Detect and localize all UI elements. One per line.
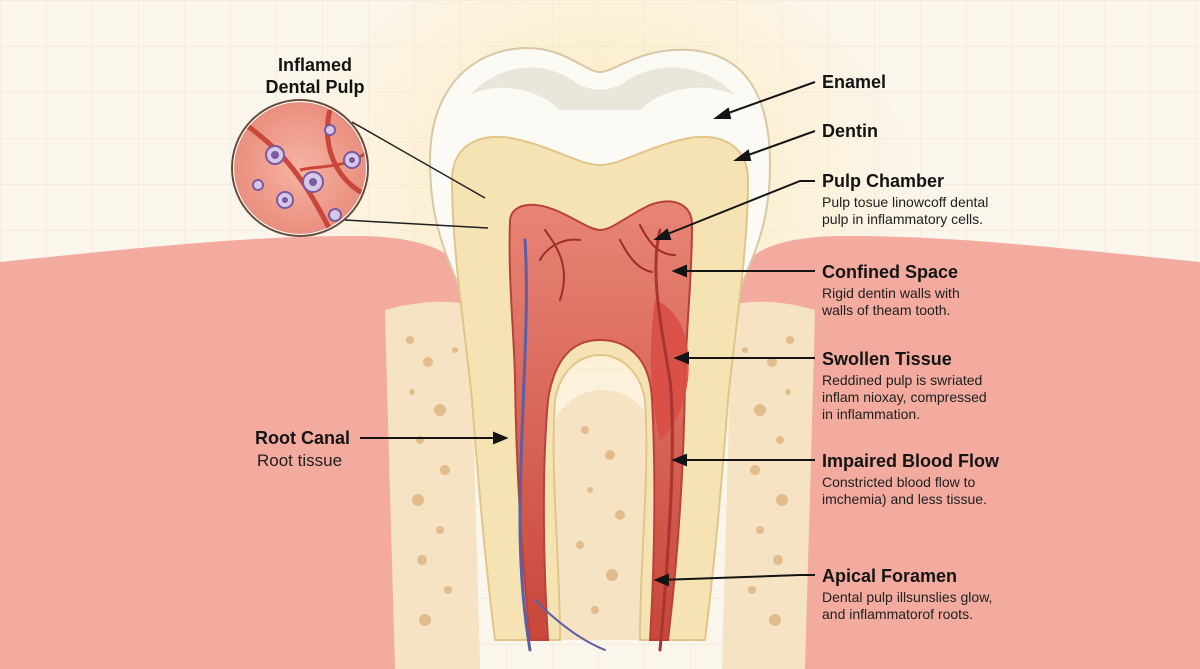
swollen-tissue-label: Swollen Tissue: [822, 349, 952, 369]
inset-pointer-line-top: [351, 121, 486, 199]
confined-space-label: Confined Space: [822, 262, 959, 282]
inset-cells-illustration: [234, 102, 366, 234]
jaw-bone-center: [545, 390, 660, 640]
blood-vessels: [518, 224, 676, 652]
apical-foramen-label: Apical Foramen: [822, 566, 958, 586]
inset-title-line-1: Inflamed: [277, 55, 352, 75]
pulp-chamber-desc-line-1: Pulp tosue linowcoff dental: [822, 194, 989, 210]
apical-foramen-desc-line-2: and inflammatorof roots.: [822, 606, 973, 622]
label-arrows: [360, 81, 816, 587]
inset-pointer-line-bottom: [344, 219, 489, 229]
pulp-chamber-label: Pulp Chamber: [822, 171, 945, 191]
inset-title-line-2: Dental Pulp: [265, 77, 365, 97]
impaired-blood-flow-description: Constricted blood flow to imchemia) and …: [822, 474, 1052, 508]
enamel-shading: [470, 67, 735, 110]
gum-tissue-left: [0, 235, 480, 669]
swollen-tissue-desc-line-2: inflam nioxay, compressed: [822, 389, 987, 405]
swollen-tissue-desc-line-3: in inflammation.: [822, 406, 921, 422]
jaw-bone-left: [385, 301, 480, 669]
jaw-bone-right: [722, 301, 815, 669]
gum-tissue-right: [725, 235, 1200, 669]
pulp-chamber-desc-line-2: pulp in inflammatory cells.: [822, 211, 984, 227]
impaired-blood-flow-label: Impaired Blood Flow: [822, 451, 1000, 471]
impaired-blood-flow-desc-line-1: Constricted blood flow to: [822, 474, 976, 490]
confined-space-desc-line-2: walls of theam tooth.: [822, 302, 951, 318]
confined-space-desc-line-1: Rigid dentin walls with: [822, 285, 960, 301]
inset-title: Inflamed Dental Pulp: [255, 54, 375, 98]
swollen-tissue-description: Reddined pulp is swriated inflam nioxay,…: [822, 372, 1052, 423]
enamel-label: Enamel: [822, 72, 887, 92]
apical-foramen-desc-line-1: Dental pulp illsunslies glow,: [822, 589, 993, 605]
pulp-chamber-description: Pulp tosue linowcoff dental pulp in infl…: [822, 194, 1052, 228]
pulp-chamber: [508, 200, 694, 641]
dentin-label: Dentin: [822, 121, 878, 141]
impaired-blood-flow-desc-line-2: imchemia) and less tissue.: [822, 491, 987, 507]
apical-foramen-description: Dental pulp illsunslies glow, and inflam…: [822, 589, 1052, 623]
swollen-tissue-desc-line-1: Reddined pulp is swriated: [822, 372, 983, 388]
root-canal-description: Root tissue: [257, 451, 343, 470]
root-canal-title: Root Canal: [255, 428, 351, 448]
confined-space-description: Rigid dentin walls with walls of theam t…: [822, 285, 1052, 319]
